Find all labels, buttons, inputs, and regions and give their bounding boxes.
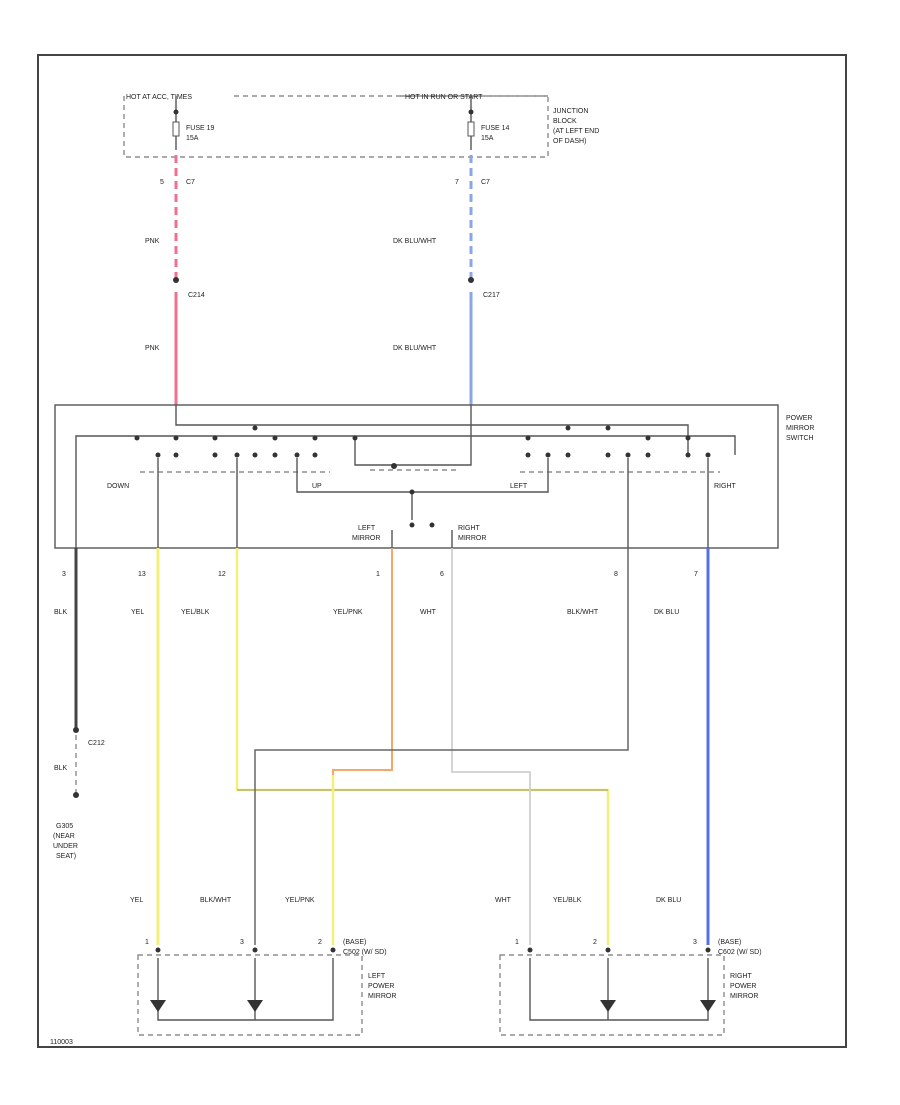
junction-block: HOT AT ACC, TIMES HOT IN RUN OR START JU…: [123, 94, 599, 158]
diagram-frame: [37, 54, 847, 1048]
white-wire: [451, 548, 531, 945]
connector-label: C7: [186, 179, 195, 186]
mirror-label: MIRROR: [730, 993, 758, 1000]
wire-label: YEL: [130, 897, 143, 904]
connector-label: (BASE): [343, 939, 366, 946]
fuse-14-amp: 15A: [481, 135, 494, 142]
ground-label: (NEAR: [53, 833, 75, 840]
connector-label: C214: [188, 292, 205, 299]
connector-label: C7: [481, 179, 490, 186]
wire-label: YEL/BLK: [553, 897, 582, 904]
connector-label: C212: [88, 740, 105, 747]
switch-position-label: LEFT: [510, 483, 528, 490]
blue-wire-top: DK BLU/WHT C217 DK BLU/WHT: [393, 155, 500, 405]
fuse-14: FUSE 14 15A: [467, 96, 510, 150]
wire-label: PNK: [145, 345, 160, 352]
switch-label: MIRROR: [786, 425, 814, 432]
connector-label: C502 (W/ SD): [343, 949, 387, 956]
switch-position-label: UP: [312, 483, 322, 490]
mirror-select-label: RIGHT: [458, 525, 481, 532]
right-power-mirror: 1 2 3 (BASE) C602 (W/ SD) RIGHT POWER MI…: [499, 939, 762, 1036]
mirror-select-label: MIRROR: [352, 535, 380, 542]
motor-icon: [700, 1000, 716, 1012]
left-power-mirror: 1 3 2 (BASE) C502 (W/ SD) LEFT POWER MIR…: [137, 939, 396, 1036]
hot-run-label: HOT IN RUN OR START: [405, 94, 483, 101]
wire-label: BLK/WHT: [200, 897, 232, 904]
yellow-pink-wire: [332, 548, 393, 945]
fuse-19: FUSE 19 15A: [172, 96, 215, 150]
wire-label: YEL: [131, 609, 144, 616]
pin-label: 1: [145, 939, 149, 946]
fuse-14-label: FUSE 14: [481, 125, 510, 132]
wire-label: DK BLU: [654, 609, 679, 616]
motor-icon: [150, 1000, 166, 1012]
mirror-select-label: MIRROR: [458, 535, 486, 542]
ground-label: SEAT): [56, 853, 76, 860]
pin-label: 13: [138, 571, 146, 578]
switch-position-label: RIGHT: [714, 483, 737, 490]
wire-label: YEL/PNK: [333, 609, 363, 616]
wire-label: BLK/WHT: [567, 609, 599, 616]
wire-label: YEL/BLK: [181, 609, 210, 616]
motor-icon: [600, 1000, 616, 1012]
wire-label: WHT: [495, 897, 512, 904]
yellow-black-wire: [235, 548, 610, 945]
junction-label: BLOCK: [553, 118, 577, 125]
pin-label: 3: [693, 939, 697, 946]
switch-label: POWER: [786, 415, 812, 422]
wire-label: WHT: [420, 609, 437, 616]
pin-label: 5: [160, 179, 164, 186]
pink-wire: PNK C214 PNK: [145, 155, 205, 405]
mirror-label: MIRROR: [368, 993, 396, 1000]
pin-label: 7: [694, 571, 698, 578]
pin-label: 2: [318, 939, 322, 946]
wire-label: DK BLU: [656, 897, 681, 904]
connector-label: C217: [483, 292, 500, 299]
mirror-label: POWER: [730, 983, 756, 990]
wire-label: BLK: [54, 765, 68, 772]
switch-label: SWITCH: [786, 435, 814, 442]
mirror-label: POWER: [368, 983, 394, 990]
junction-label: OF DASH): [553, 138, 586, 145]
ground-label: G305: [56, 823, 73, 830]
switch-contacts: [134, 425, 711, 458]
pin-label: 3: [62, 571, 66, 578]
pin-label: 8: [614, 571, 618, 578]
hot-acc-label: HOT AT ACC, TIMES: [126, 94, 192, 101]
pin-label: 6: [440, 571, 444, 578]
pin-label: 3: [240, 939, 244, 946]
mirror-label: RIGHT: [730, 973, 753, 980]
pin-label: 7: [455, 179, 459, 186]
wire-label: DK BLU/WHT: [393, 345, 437, 352]
wire-label: YEL/PNK: [285, 897, 315, 904]
figure-id: 110003: [50, 1039, 73, 1046]
wire-label: BLK: [54, 609, 68, 616]
junction-label: (AT LEFT END: [553, 128, 599, 135]
mirror-label: LEFT: [368, 973, 386, 980]
mirror-select-label: LEFT: [358, 525, 376, 532]
pin-label: 1: [376, 571, 380, 578]
switch-position-label: DOWN: [107, 483, 129, 490]
fuse-19-amp: 15A: [186, 135, 199, 142]
motor-icon: [247, 1000, 263, 1012]
connector-label: C602 (W/ SD): [718, 949, 762, 956]
wire-label: PNK: [145, 238, 160, 245]
wire-label: DK BLU/WHT: [393, 238, 437, 245]
pin-label: 1: [515, 939, 519, 946]
ground-label: UNDER: [53, 843, 78, 850]
connector-label: (BASE): [718, 939, 741, 946]
power-mirror-switch: POWER MIRROR SWITCH: [54, 404, 814, 549]
pin-label: 12: [218, 571, 226, 578]
black-ground-wire: C212 BLK G305 (NEAR UNDER SEAT): [53, 548, 105, 860]
black-white-wire: [254, 548, 629, 945]
fuse-19-label: FUSE 19: [186, 125, 215, 132]
pin-label: 2: [593, 939, 597, 946]
junction-label: JUNCTION: [553, 108, 588, 115]
